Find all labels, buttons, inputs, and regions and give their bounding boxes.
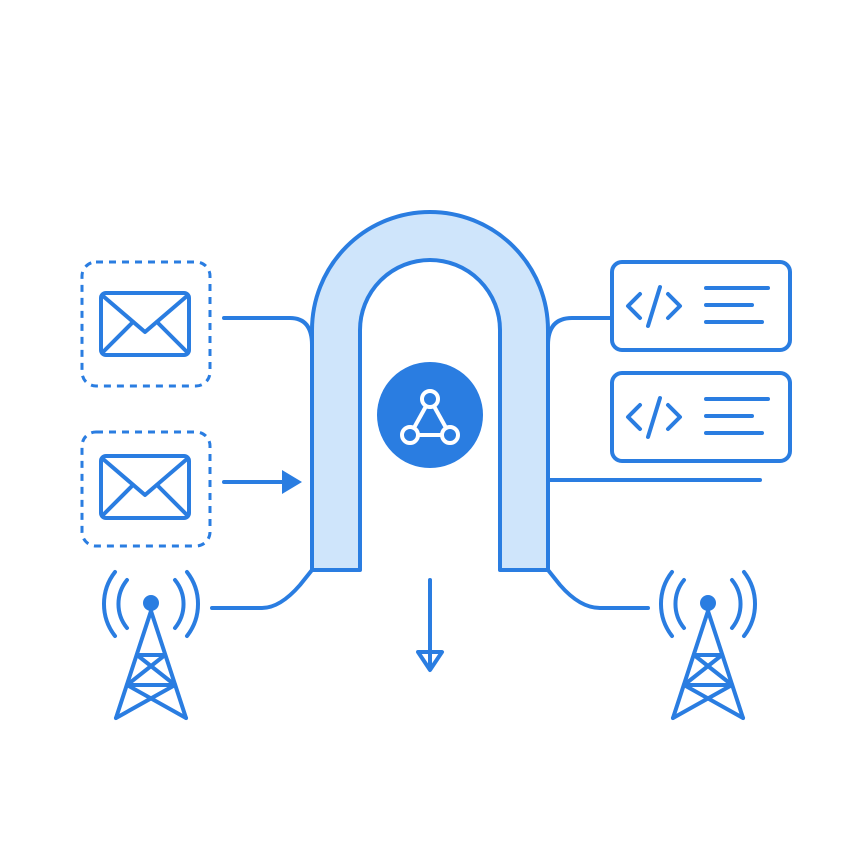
- connector-arrow-left-2: [222, 470, 302, 494]
- radio-tower-icon: [101, 570, 201, 720]
- connector-left-3: [210, 568, 314, 610]
- network-nodes-icon: [377, 362, 483, 468]
- gateway-arch: [310, 210, 550, 572]
- code-document-icon: [626, 396, 770, 439]
- envelope-icon: [99, 291, 191, 357]
- output-arrow: [416, 578, 444, 672]
- left-envelope-box-1: [80, 260, 212, 388]
- right-code-box-2: [610, 371, 792, 463]
- right-code-box-1: [610, 260, 792, 352]
- code-document-icon: [626, 285, 770, 328]
- left-envelope-box-2: [80, 430, 212, 548]
- radio-tower-icon: [658, 570, 758, 720]
- envelope-icon: [99, 454, 191, 520]
- connector-right-1: [546, 316, 614, 347]
- connector-right-3: [546, 568, 650, 610]
- connector-left-1: [222, 316, 314, 347]
- arch-shape: [310, 210, 550, 572]
